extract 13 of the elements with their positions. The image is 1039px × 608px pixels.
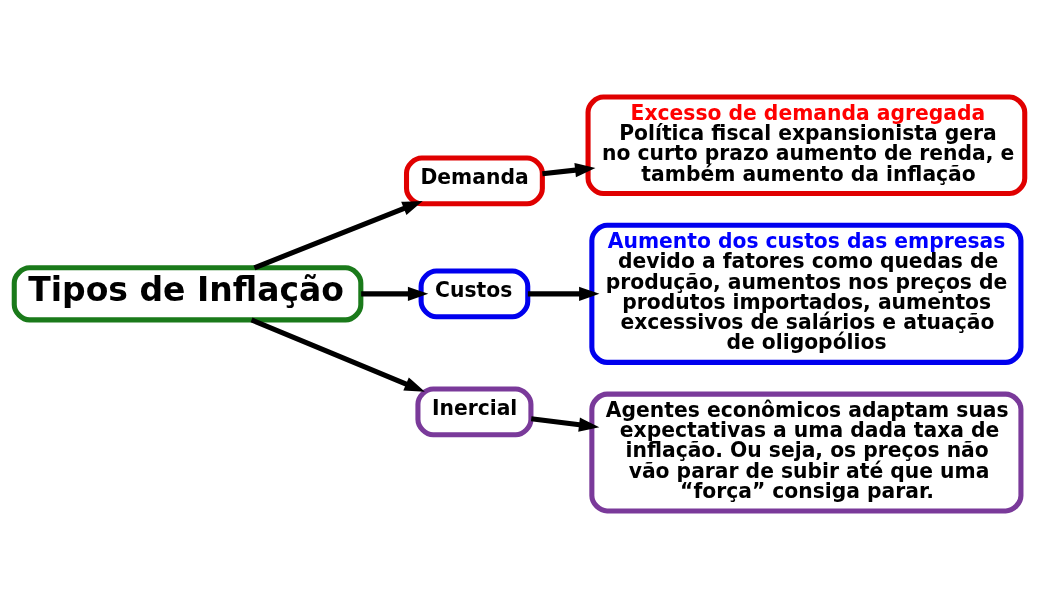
node-box: Aumento dos custos das empresas devido a fatores como quedas de produção, aumentos nos preços de produtos importados, aumentos excessivos de salários e atuação de oligopólios (589, 222, 1024, 365)
node-box: Excesso de demanda agregada Política fiscal expansionista gera no curto prazo aumento de renda, e também aumento da inflação (585, 94, 1028, 197)
arrow (361, 286, 429, 301)
arrow (530, 416, 600, 432)
node-box: Agentes econômicos adaptam suas expectativas a uma dada taxa de inflação. Ou seja, os preços não vão parar de subir até que uma “força” consiga parar. (589, 391, 1024, 514)
arrow (527, 286, 600, 301)
node-box: Custos (418, 268, 531, 320)
arrow (253, 200, 423, 271)
arrow (250, 317, 425, 392)
node-box: Inercial (415, 386, 534, 438)
node-box: Tipos de Inflação (11, 265, 364, 323)
node-box: Demanda (403, 155, 545, 207)
arrow (542, 163, 596, 178)
